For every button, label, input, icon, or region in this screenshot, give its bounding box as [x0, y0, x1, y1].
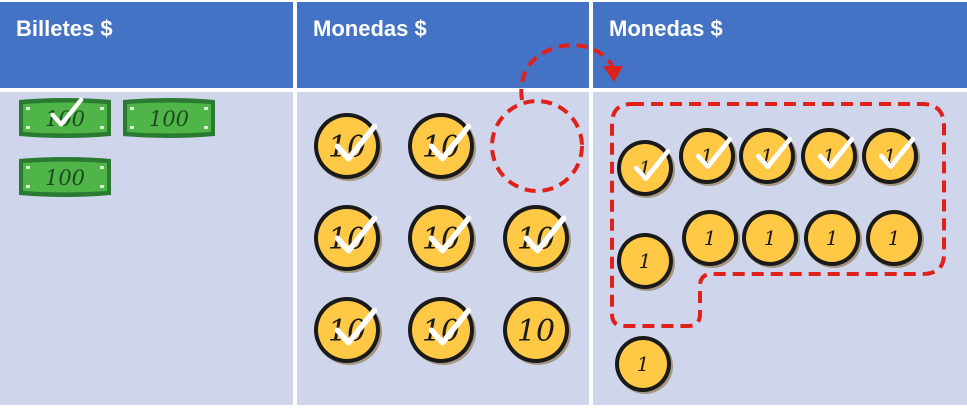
coin-1: 1 [738, 206, 802, 270]
coin-value: 10 [422, 314, 460, 349]
bill-100: 100 [121, 96, 217, 140]
coin-value: 1 [704, 226, 717, 250]
coin-10: 10 [499, 293, 573, 367]
coin-value: 1 [826, 226, 839, 250]
coin-10: 10 [499, 201, 573, 275]
coin-1: 1 [735, 124, 799, 188]
coin-value: 1 [701, 144, 714, 168]
bills-cell [0, 92, 293, 405]
coin-1: 1 [675, 124, 739, 188]
coin-1: 1 [678, 206, 742, 270]
bill-value: 100 [45, 107, 85, 131]
coin-value: 1 [884, 144, 897, 168]
coin-1: 1 [800, 206, 864, 270]
header-coins-ones: Monedas $ [593, 2, 967, 88]
header-bills-label: Billetes $ [16, 16, 113, 41]
header-coins-tens: Monedas $ [297, 2, 589, 88]
coin-1: 1 [862, 206, 926, 270]
coin-10: 10 [310, 109, 384, 183]
header-bills: Billetes $ [0, 2, 293, 88]
coin-value: 1 [637, 352, 650, 376]
coin-value: 1 [888, 226, 901, 250]
header-coins-tens-label: Monedas $ [313, 16, 427, 41]
bill-value: 100 [45, 166, 85, 190]
bill-value: 100 [149, 107, 189, 131]
coin-value: 1 [761, 144, 774, 168]
coin-1: 1 [613, 229, 677, 293]
coin-1: 1 [797, 124, 861, 188]
coin-10: 10 [310, 201, 384, 275]
coin-value: 10 [328, 130, 366, 165]
coin-value: 10 [517, 222, 555, 257]
coin-1: 1 [858, 124, 922, 188]
coin-10: 10 [404, 109, 478, 183]
header-coins-ones-label: Monedas $ [609, 16, 723, 41]
coin-value: 1 [639, 156, 652, 180]
coin-value: 10 [328, 222, 366, 257]
coin-value: 1 [823, 144, 836, 168]
coin-10: 10 [404, 201, 478, 275]
coin-value: 10 [328, 314, 366, 349]
coin-value: 10 [517, 314, 555, 349]
coin-1: 1 [611, 332, 675, 396]
coin-value: 1 [639, 249, 652, 273]
coin-10: 10 [310, 293, 384, 367]
coin-value: 1 [764, 226, 777, 250]
bill-100: 100 [17, 155, 113, 199]
bill-100: 100 [17, 96, 113, 140]
coin-value: 10 [422, 130, 460, 165]
coin-10: 10 [404, 293, 478, 367]
coin-1: 1 [613, 136, 677, 200]
coin-value: 10 [422, 222, 460, 257]
